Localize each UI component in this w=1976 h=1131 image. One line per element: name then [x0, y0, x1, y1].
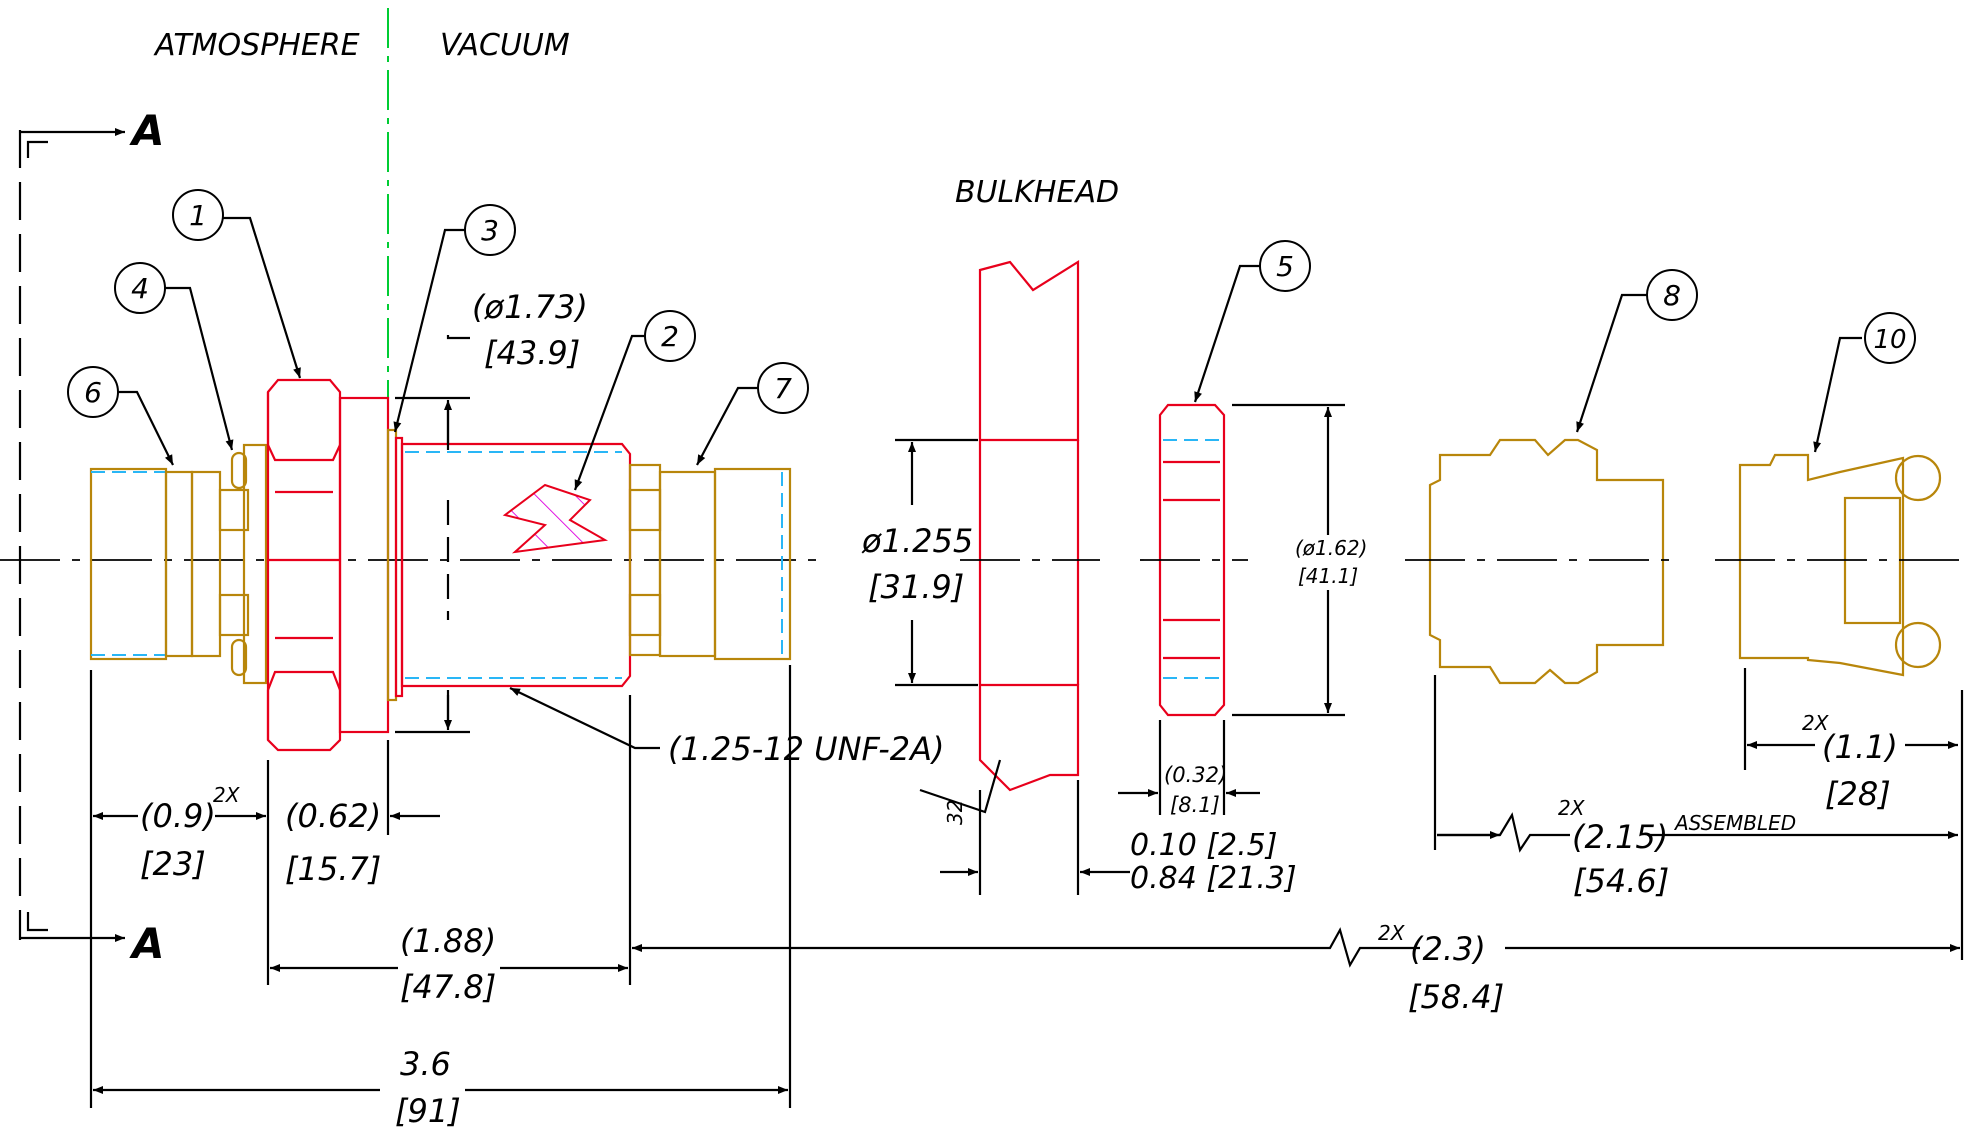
balloon-2: 2	[573, 310, 696, 491]
svg-text:2: 2	[661, 320, 679, 353]
balloon-7: 7	[696, 362, 809, 466]
dim-nut-diameter-mm: [41.1]	[1298, 564, 1358, 588]
balloon-8: 8	[1575, 269, 1698, 433]
dim-body-length-in: (1.88)	[400, 922, 496, 960]
part-4-oring	[230, 443, 268, 685]
part-8-cap	[1405, 438, 1680, 685]
dim-bulkhead-thickness-max: 0.84 [21.3]	[1130, 861, 1297, 896]
bulkhead-section: BULKHEAD	[955, 175, 1119, 792]
surface-finish-value: 32	[943, 800, 967, 825]
vacuum-label: VACUUM	[440, 28, 570, 63]
svg-text:1: 1	[189, 199, 207, 232]
dim-plug-length-in: (0.9)	[140, 797, 216, 835]
dim-nut-width-mm: [8.1]	[1170, 793, 1220, 817]
part-10-cap	[1715, 453, 1960, 677]
bulkhead-label: BULKHEAD	[955, 175, 1119, 210]
dim-plug-length-mm: [23]	[140, 845, 206, 883]
balloon-1: 1	[172, 189, 302, 379]
balloon-4: 4	[114, 262, 234, 451]
section-line-a-a: A A	[18, 106, 165, 968]
break-symbol	[502, 483, 609, 554]
dim-cap8-length-note: ASSEMBLED	[1673, 811, 1796, 835]
part-6-plug	[89, 467, 250, 661]
section-label-bottom: A	[129, 919, 165, 968]
dim-bulkhead-hole-mm: [31.9]	[868, 568, 964, 606]
svg-text:4: 4	[131, 272, 149, 305]
dim-bulkhead-hole: ø1.255 [31.9]	[861, 438, 978, 687]
dim-cap10-length-qty: 2X	[1802, 711, 1830, 735]
dim-cap8-length-qty: 2X	[1558, 796, 1586, 820]
balloon-5: 5	[1193, 240, 1311, 403]
section-label-top: A	[129, 106, 165, 155]
dim-housing-diameter-in: (ø1.73)	[472, 288, 588, 326]
thread-text: (1.25-12 UNF-2A)	[668, 730, 944, 768]
part-7-plug	[628, 463, 792, 661]
dim-total-length: 3.6 [91]	[93, 1045, 788, 1130]
dim-housing-diameter-mm: [43.9]	[484, 334, 580, 372]
dim-nut-diameter-in: (ø1.62)	[1295, 536, 1367, 560]
dim-total-length-in: 3.6	[400, 1045, 451, 1083]
zone-labels: ATMOSPHERE VACUUM	[153, 8, 570, 400]
part-5-jam-nut	[1140, 403, 1248, 717]
dim-body-length: (1.88) [47.8]	[270, 922, 628, 1006]
dim-extended-length-mm: [58.4]	[1408, 978, 1504, 1016]
dim-cap10-length-in: (1.1)	[1822, 728, 1898, 766]
dim-nut-length: (0.62) [15.7]	[285, 797, 440, 888]
thread-callout: (1.25-12 UNF-2A)	[509, 687, 944, 768]
dim-plug-length-qty: 2X	[213, 783, 241, 807]
dim-cap8-length: 2X (2.15) ASSEMBLED [54.6]	[1433, 675, 1958, 900]
svg-text:3: 3	[481, 214, 499, 247]
part-2-body	[400, 442, 632, 688]
dim-nut-diameter: (ø1.62) [41.1]	[1232, 403, 1367, 717]
dim-nut-length-mm: [15.7]	[285, 850, 381, 888]
dim-plug-length: (0.9) 2X [23]	[93, 783, 266, 883]
dim-cap10-length: 2X (1.1) [28]	[1743, 668, 1958, 813]
dim-body-length-mm: [47.8]	[400, 968, 496, 1006]
svg-text:5: 5	[1276, 250, 1294, 283]
dim-bulkhead-thickness: 32 0.10 [2.5] 0.84 [21.3]	[919, 759, 1297, 896]
balloon-10: 10	[1813, 312, 1916, 453]
balloons: 1 2 3 4 5 6 7 8 10	[67, 189, 1916, 491]
dim-bulkhead-hole-in: ø1.255	[861, 522, 973, 560]
dim-cap8-length-in: (2.15)	[1572, 818, 1668, 856]
svg-text:6: 6	[84, 376, 102, 409]
dim-bulkhead-thickness-min: 0.10 [2.5]	[1130, 828, 1277, 863]
dim-extended-length: 2X (2.3) [58.4]	[632, 690, 1964, 1016]
extension-lines	[89, 665, 792, 1108]
dim-nut-length-in: (0.62)	[285, 797, 381, 835]
dim-extended-length-qty: 2X	[1378, 921, 1406, 945]
part-1-hex-nut	[266, 378, 398, 752]
dim-housing-diameter: (ø1.73) [43.9]	[395, 288, 588, 734]
dim-nut-width: (0.32) [8.1]	[1118, 720, 1260, 817]
dim-total-length-mm: [91]	[395, 1092, 461, 1130]
dim-cap8-length-mm: [54.6]	[1573, 862, 1669, 900]
dim-extended-length-in: (2.3)	[1410, 930, 1486, 968]
svg-text:8: 8	[1663, 279, 1681, 312]
dim-nut-width-in: (0.32)	[1164, 763, 1227, 787]
svg-text:7: 7	[774, 372, 792, 405]
atmosphere-label: ATMOSPHERE	[153, 28, 360, 63]
balloon-6: 6	[67, 366, 174, 466]
balloon-3: 3	[393, 204, 516, 433]
dim-cap10-length-mm: [28]	[1825, 775, 1891, 813]
svg-text:10: 10	[1873, 325, 1906, 355]
